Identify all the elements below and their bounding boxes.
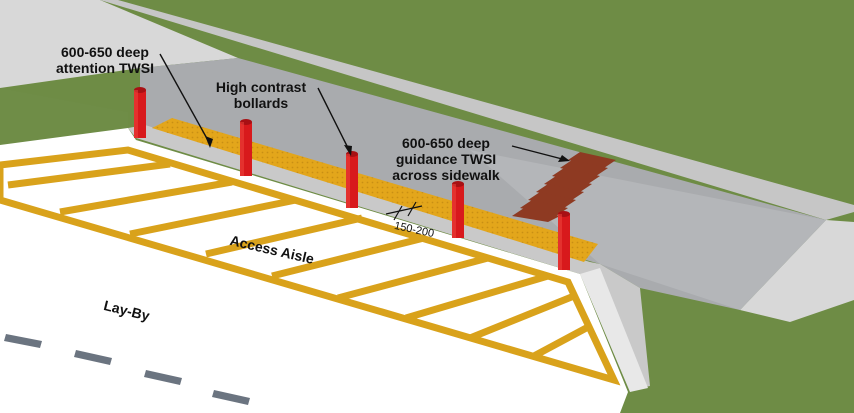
label-bollards: High contrast bollards [196,79,326,111]
leader-attention [159,53,211,145]
label-guidance-line3: across sidewalk [392,167,500,183]
access-aisle-hatching [7,160,592,360]
label-guidance-line2: guidance TWSI [395,151,497,167]
leader-bollards [317,87,351,153]
bollards [134,87,570,270]
platform-curb-edge [128,125,650,390]
platform-curb-face [580,268,648,392]
grass-left [0,88,128,145]
sidewalk-upper [0,0,238,88]
lane-dashes [4,334,250,405]
label-attention-line2: attention TWSI [56,60,154,76]
access-aisle-markings [0,146,621,386]
attention-tactile-texture [152,118,598,262]
leader-lines [159,53,567,161]
arrow-guidance [558,155,570,162]
arrow-bollards [344,145,352,156]
dimension-mark [385,201,423,221]
label-attention-line1: 600-650 deep [61,44,149,60]
label-guidance-line1: 600-650 deep [402,135,490,151]
bollard-2 [240,119,252,176]
bollard-5 [558,211,570,270]
label-bollards-line2: bollards [233,95,289,111]
guidance-tactile-bars [512,152,616,222]
label-attention-twsi: 600-650 deep attention TWSI [40,44,170,76]
bollard-3 [346,151,358,208]
lay-by-road [0,128,628,413]
curb-top [100,0,854,220]
label-guidance-twsi: 600-650 deep guidance TWSI across sidewa… [380,135,512,183]
bollard-1 [134,87,146,138]
bollard-4 [452,181,464,238]
arrow-attention [205,136,213,148]
leader-guidance [511,145,567,161]
label-bollards-line1: High contrast [215,79,307,95]
sidewalk-lower-right [740,220,854,322]
